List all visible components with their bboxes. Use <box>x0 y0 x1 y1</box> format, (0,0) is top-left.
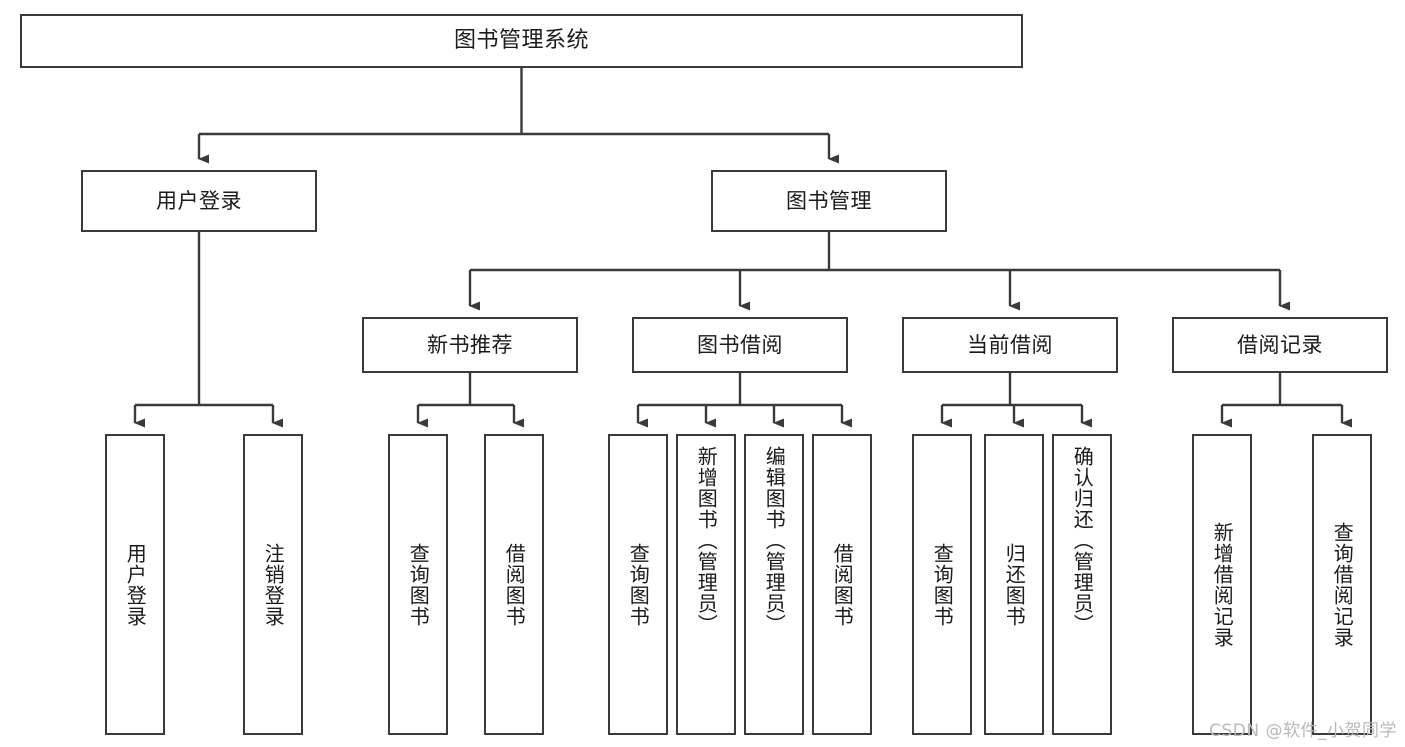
node-leaf-user-login-textwrap: 用户登录 <box>107 436 163 733</box>
node-leaf-edit-book-textwrap: 编辑图书（管理员） <box>746 436 802 733</box>
node-borrow-record-label: 借阅记录 <box>1237 332 1323 357</box>
node-leaf-query-book-1-textwrap: 查询图书 <box>390 436 446 733</box>
csdn-watermark: CSDN @软件_小贺同学 <box>1209 721 1397 741</box>
node-leaf-query-book-3-label: 查询图书 <box>930 542 955 627</box>
node-book-manage[interactable]: 图书管理 <box>711 170 947 232</box>
node-book-borrow[interactable]: 图书借阅 <box>632 317 848 373</box>
node-leaf-confirm-return-label: 确认归还（管理员） <box>1070 446 1095 635</box>
node-leaf-edit-book-label: 编辑图书（管理员） <box>762 446 787 635</box>
node-book-borrow-label: 图书借阅 <box>697 332 783 357</box>
node-root[interactable]: 图书管理系统 <box>20 14 1023 68</box>
node-leaf-query-book-2-textwrap: 查询图书 <box>610 436 666 733</box>
node-new-book-recommend-label: 新书推荐 <box>427 332 513 357</box>
node-leaf-user-login[interactable]: 用户登录 <box>105 434 165 735</box>
node-leaf-add-book-label: 新增图书（管理员） <box>694 446 719 635</box>
node-user-login[interactable]: 用户登录 <box>81 170 317 232</box>
node-current-borrow-label: 当前借阅 <box>967 332 1053 357</box>
node-leaf-add-book[interactable]: 新增图书（管理员） <box>676 434 736 735</box>
node-root-label: 图书管理系统 <box>453 28 589 54</box>
node-leaf-query-book-2-label: 查询图书 <box>626 542 651 627</box>
node-leaf-query-book-1[interactable]: 查询图书 <box>388 434 448 735</box>
node-leaf-add-borrow-record-label: 新增借阅记录 <box>1210 521 1235 648</box>
node-leaf-logout-login-textwrap: 注销登录 <box>245 436 301 733</box>
node-leaf-borrow-book-2-textwrap: 借阅图书 <box>814 436 870 733</box>
node-leaf-add-book-textwrap: 新增图书（管理员） <box>678 436 734 733</box>
node-leaf-borrow-book-1-label: 借阅图书 <box>502 542 527 627</box>
node-leaf-query-book-2[interactable]: 查询图书 <box>608 434 668 735</box>
node-leaf-borrow-book-1[interactable]: 借阅图书 <box>484 434 544 735</box>
node-leaf-edit-book[interactable]: 编辑图书（管理员） <box>744 434 804 735</box>
node-leaf-query-book-1-label: 查询图书 <box>406 542 431 627</box>
node-leaf-user-login-label: 用户登录 <box>123 542 148 627</box>
node-leaf-borrow-book-1-textwrap: 借阅图书 <box>486 436 542 733</box>
node-leaf-query-borrow-record-textwrap: 查询借阅记录 <box>1314 436 1370 733</box>
node-leaf-borrow-book-2[interactable]: 借阅图书 <box>812 434 872 735</box>
node-leaf-query-borrow-record[interactable]: 查询借阅记录 <box>1312 434 1372 735</box>
node-leaf-query-book-3-textwrap: 查询图书 <box>914 436 970 733</box>
node-new-book-recommend[interactable]: 新书推荐 <box>362 317 578 373</box>
node-borrow-record[interactable]: 借阅记录 <box>1172 317 1388 373</box>
node-book-manage-label: 图书管理 <box>786 188 872 213</box>
node-leaf-borrow-book-2-label: 借阅图书 <box>830 542 855 627</box>
node-leaf-query-book-3[interactable]: 查询图书 <box>912 434 972 735</box>
node-leaf-logout-login[interactable]: 注销登录 <box>243 434 303 735</box>
node-current-borrow[interactable]: 当前借阅 <box>902 317 1118 373</box>
node-leaf-return-book-label: 归还图书 <box>1002 542 1027 627</box>
node-leaf-add-borrow-record-textwrap: 新增借阅记录 <box>1194 436 1250 733</box>
node-leaf-query-borrow-record-label: 查询借阅记录 <box>1330 521 1355 648</box>
node-leaf-confirm-return-textwrap: 确认归还（管理员） <box>1054 436 1110 733</box>
node-leaf-return-book[interactable]: 归还图书 <box>984 434 1044 735</box>
node-leaf-confirm-return[interactable]: 确认归还（管理员） <box>1052 434 1112 735</box>
node-user-login-label: 用户登录 <box>156 188 242 213</box>
node-leaf-add-borrow-record[interactable]: 新增借阅记录 <box>1192 434 1252 735</box>
node-leaf-logout-login-label: 注销登录 <box>261 542 286 627</box>
node-leaf-return-book-textwrap: 归还图书 <box>986 436 1042 733</box>
